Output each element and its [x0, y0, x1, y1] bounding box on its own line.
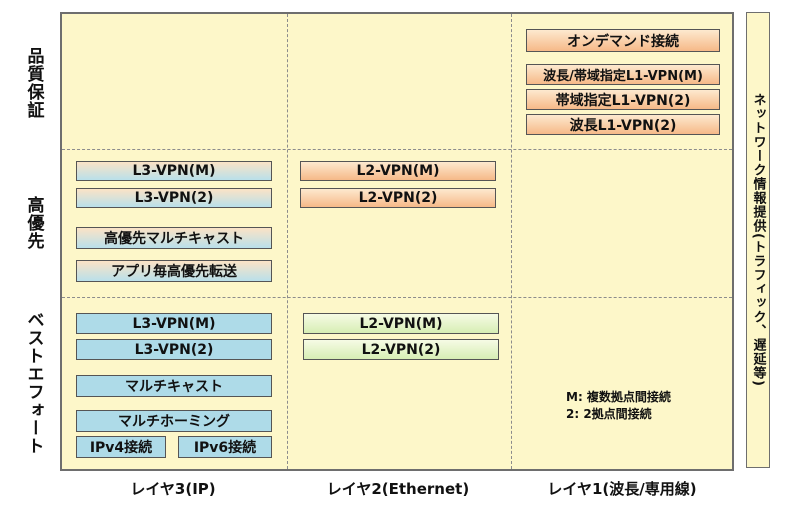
row-label-quality-guaranteed: 品質保証	[23, 47, 44, 119]
l1-bandwidth-vpn-2-box: 帯域指定L1-VPN(2)	[526, 89, 720, 110]
l1-wavelength-bandwidth-vpn-m-box: 波長/帯域指定L1-VPN(M)	[526, 64, 720, 85]
l3-vpn-m-priority-box: L3-VPN(M)	[76, 161, 272, 181]
multicast-box: マルチキャスト	[76, 375, 272, 397]
row-divider	[62, 149, 732, 150]
legend-point-to-point: 2: 2拠点間接続	[566, 407, 652, 421]
ipv6-connection-box: IPv6接続	[178, 436, 272, 458]
network-info-side-label: ネットワーク情報提供(トラフィック、遅延等)	[746, 12, 770, 468]
column-label-layer1: レイヤ1(波長/専用線)	[547, 480, 697, 498]
per-app-priority-forwarding-box: アプリ毎高優先転送	[76, 260, 272, 282]
l2-vpn-2-priority-box: L2-VPN(2)	[300, 188, 496, 208]
l3-vpn-2-priority-box: L3-VPN(2)	[76, 188, 272, 208]
l2-vpn-m-besteffort-box: L2-VPN(M)	[303, 313, 499, 334]
l3-vpn-m-besteffort-box: L3-VPN(M)	[76, 313, 272, 334]
row-divider	[62, 297, 732, 298]
column-divider	[511, 14, 512, 469]
row-label-best-effort: ベストエフォート	[23, 311, 44, 455]
high-priority-multicast-box: 高優先マルチキャスト	[76, 227, 272, 249]
l2-vpn-m-priority-box: L2-VPN(M)	[300, 161, 496, 181]
column-label-layer2: レイヤ2(Ethernet)	[326, 480, 470, 498]
l2-vpn-2-besteffort-box: L2-VPN(2)	[303, 339, 499, 360]
ipv4-connection-box: IPv4接続	[76, 436, 166, 458]
multihoming-box: マルチホーミング	[76, 410, 272, 432]
l1-ondemand-box: オンデマンド接続	[526, 29, 720, 52]
legend-multipoint: M: 複数拠点間接続	[566, 390, 671, 404]
column-label-layer3: レイヤ3(IP)	[130, 480, 216, 498]
column-divider	[287, 14, 288, 469]
row-label-high-priority: 高優先	[23, 195, 44, 250]
l3-vpn-2-besteffort-box: L3-VPN(2)	[76, 339, 272, 360]
l1-wavelength-vpn-2-box: 波長L1-VPN(2)	[526, 114, 720, 135]
